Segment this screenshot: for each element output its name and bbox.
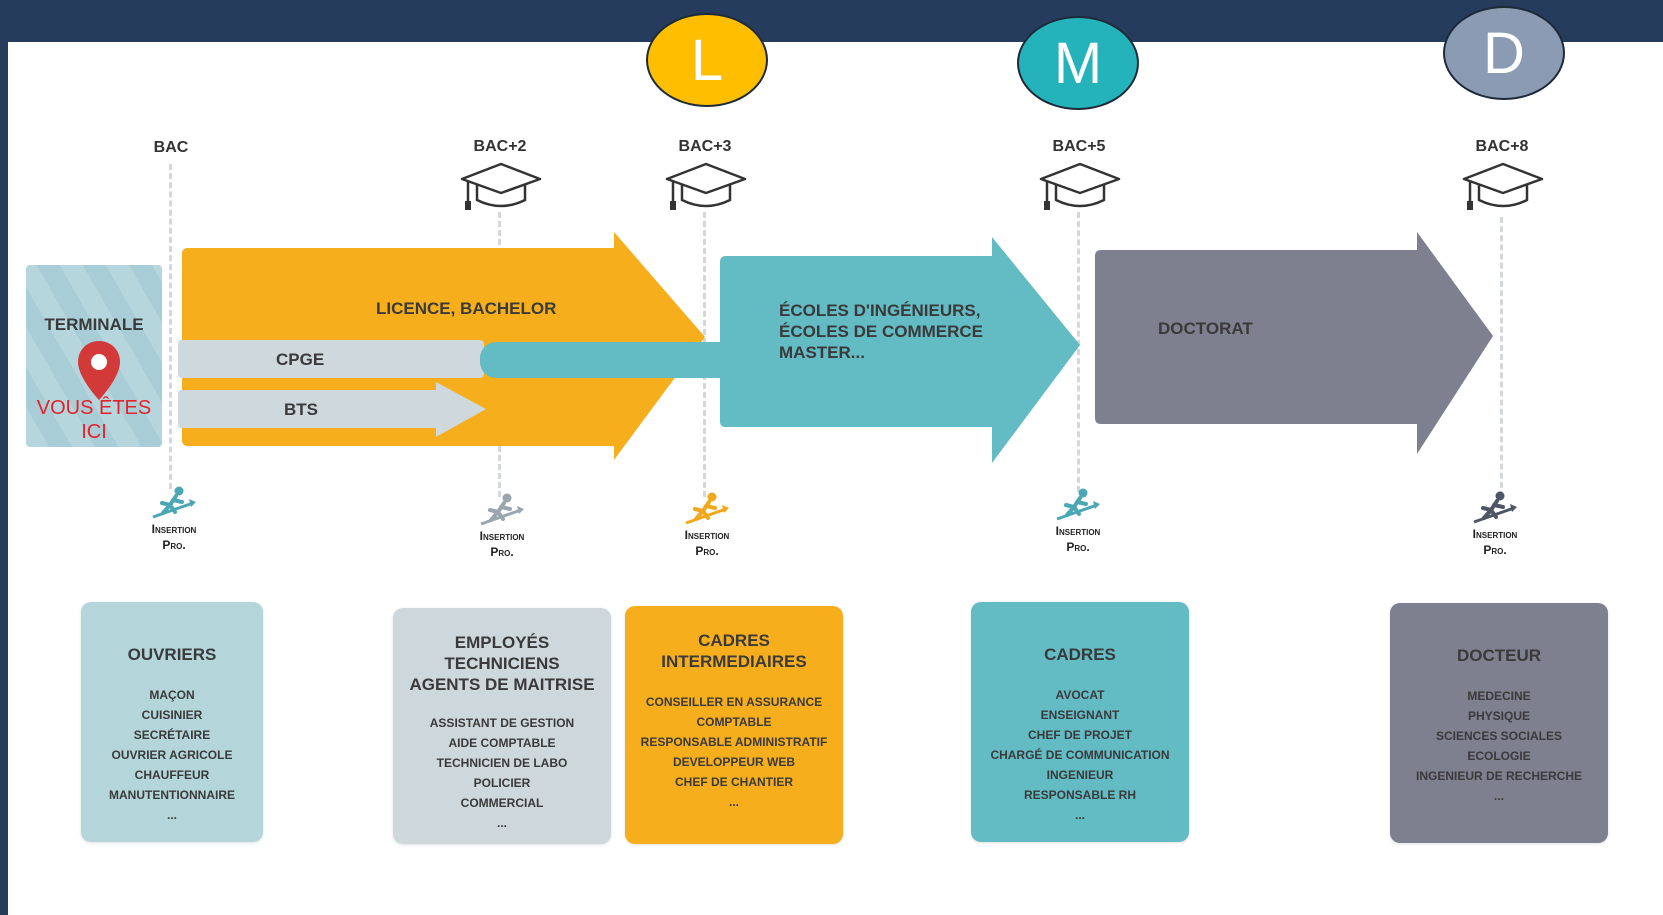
insertion-pro-bac-5: Insertion Pro. <box>1023 487 1133 555</box>
card-employes: EMPLOYÉS TECHNICIENS AGENTS DE MAITRISE … <box>393 608 611 844</box>
card-item-list: MEDECINE PHYSIQUE SCIENCES SOCIALES ECOL… <box>1390 686 1608 806</box>
card-item: CHEF DE CHANTIER <box>674 775 793 789</box>
cpge-label: CPGE <box>276 350 325 369</box>
degree-letter: M <box>1053 30 1103 96</box>
card-item: ... <box>1493 789 1504 803</box>
licence-label: LICENCE, BACHELOR <box>376 299 557 318</box>
card-cadres-intermediaires: CADRES INTERMEDIAIRES CONSEILLER EN ASSU… <box>625 606 843 844</box>
guide-bac <box>169 164 172 489</box>
card-item: RESPONSABLE RH <box>1023 788 1136 802</box>
card-item: AIDE COMPTABLE <box>448 736 556 750</box>
card-item: AVOCAT <box>1055 688 1105 702</box>
card-item: CHEF DE PROJET <box>1027 728 1132 742</box>
card-item: ... <box>1074 808 1085 822</box>
insertion-pro-bac-2: Insertion Pro. <box>447 492 557 560</box>
card-item: INGENIEUR DE RECHERCHE <box>1415 769 1583 783</box>
cpge-bar <box>178 340 484 378</box>
insertion-pro-label: Insertion Pro. <box>684 528 730 558</box>
insertion-pro-label: Insertion Pro. <box>479 529 525 559</box>
card-item-list: ASSISTANT DE GESTION AIDE COMPTABLE TECH… <box>393 713 611 833</box>
bts-label: BTS <box>284 400 318 419</box>
card-title: DOCTEUR <box>1456 646 1542 665</box>
diagram-canvas: BAC BAC+2 BAC+3 BAC+5 BAC+8 <box>8 42 1663 915</box>
graduation-cap-icon <box>1462 162 1544 210</box>
card-item: CHARGÉ DE COMMUNICATION <box>990 748 1170 762</box>
card-item: CUISINIER <box>141 708 203 722</box>
graduation-cap-icon <box>665 162 747 210</box>
card-item: ENSEIGNANT <box>1040 708 1120 722</box>
card-item: MEDECINE <box>1467 689 1531 703</box>
card-docteur: DOCTEUR MEDECINE PHYSIQUE SCIENCES SOCIA… <box>1390 603 1608 843</box>
insertion-pro-label: Insertion Pro. <box>1055 524 1101 554</box>
card-item: CONSEILLER EN ASSURANCE <box>645 695 823 709</box>
insertion-pro-label: Insertion Pro. <box>1472 527 1518 557</box>
card-item: SECRÉTAIRE <box>133 728 211 742</box>
level-bac-8: BAC+8 <box>1475 138 1529 155</box>
card-item: ... <box>728 795 739 809</box>
level-bac: BAC <box>153 139 189 156</box>
graduation-cap-icon <box>1039 162 1121 210</box>
ecoles-label: ÉCOLES D'INGÉNIEURS, ÉCOLES DE COMMERCE … <box>779 301 984 362</box>
card-item: ... <box>166 808 177 822</box>
bts-arrow <box>178 382 486 437</box>
card-item: TECHNICIEN DE LABO <box>436 756 568 770</box>
card-title: EMPLOYÉS TECHNICIENS AGENTS DE MAITRISE <box>409 633 595 694</box>
card-item-list: MAÇON CUISINIER SECRÉTAIRE OUVRIER AGRIC… <box>81 685 263 825</box>
guide-bac-5 <box>1077 212 1080 492</box>
location-pin-icon <box>78 341 120 400</box>
insertion-pro-bac: Insertion Pro. <box>119 485 229 553</box>
degree-circle-master: M <box>1017 16 1139 110</box>
running-climber-icon <box>480 493 524 526</box>
card-title: CADRES INTERMEDIAIRES <box>661 631 807 671</box>
insertion-pro-bac-8: Insertion Pro. <box>1440 490 1550 558</box>
card-item: CHAUFFEUR <box>134 768 210 782</box>
terminale-title: TERMINALE <box>44 315 144 334</box>
degree-letter: L <box>690 27 724 93</box>
degree-letter: D <box>1483 20 1525 86</box>
graduation-cap-icon <box>460 162 542 210</box>
card-item: RESPONSABLE ADMINISTRATIF <box>640 735 828 749</box>
card-item: MAÇON <box>149 688 195 702</box>
card-ouvriers: OUVRIERS MAÇON CUISINIER SECRÉTAIRE OUVR… <box>81 602 263 842</box>
arrow-ecoles <box>720 237 1080 463</box>
card-title: OUVRIERS <box>127 645 217 664</box>
level-bac-3: BAC+3 <box>678 138 732 155</box>
card-item: COMPTABLE <box>696 715 772 729</box>
card-item: POLICIER <box>473 776 531 790</box>
card-title: CADRES <box>1044 645 1116 664</box>
doctorat-label: DOCTORAT <box>1158 319 1253 338</box>
level-bac-5: BAC+5 <box>1052 138 1106 155</box>
card-item: SCIENCES SOCIALES <box>1435 729 1563 743</box>
card-item: MANUTENTIONNAIRE <box>109 788 235 802</box>
card-item: PHYSIQUE <box>1467 709 1530 723</box>
card-item: OUVRIER AGRICOLE <box>111 748 233 762</box>
running-climber-icon <box>1473 491 1517 524</box>
running-climber-icon <box>685 492 729 525</box>
cpge-connector <box>480 342 730 378</box>
card-cadres: CADRES AVOCAT ENSEIGNANT CHEF DE PROJET … <box>971 602 1189 842</box>
card-item: ASSISTANT DE GESTION <box>429 716 575 730</box>
degree-circle-doctorat: D <box>1443 6 1565 100</box>
card-item: DEVELOPPEUR WEB <box>672 755 795 769</box>
card-item: COMMERCIAL <box>460 796 544 810</box>
running-climber-icon <box>152 486 196 519</box>
card-item: INGENIEUR <box>1046 768 1114 782</box>
level-bac-2: BAC+2 <box>473 138 527 155</box>
card-item: ... <box>496 816 507 830</box>
insertion-pro-bac-3: Insertion Pro. <box>652 491 762 559</box>
terminale-box: TERMINALE VOUS ÊTES ICI <box>26 265 162 447</box>
card-item-list: AVOCAT ENSEIGNANT CHEF DE PROJET CHARGÉ … <box>971 685 1189 825</box>
card-item-list: CONSEILLER EN ASSURANCE COMPTABLE RESPON… <box>625 692 843 812</box>
insertion-pro-label: Insertion Pro. <box>151 522 197 552</box>
card-item: ECOLOGIE <box>1467 749 1531 763</box>
degree-circle-licence: L <box>646 13 768 107</box>
you-are-here-label: VOUS ÊTES ICI <box>36 397 152 443</box>
running-climber-icon <box>1056 488 1100 521</box>
guide-bac-8 <box>1500 217 1503 497</box>
arrow-doctorat <box>1095 232 1493 454</box>
